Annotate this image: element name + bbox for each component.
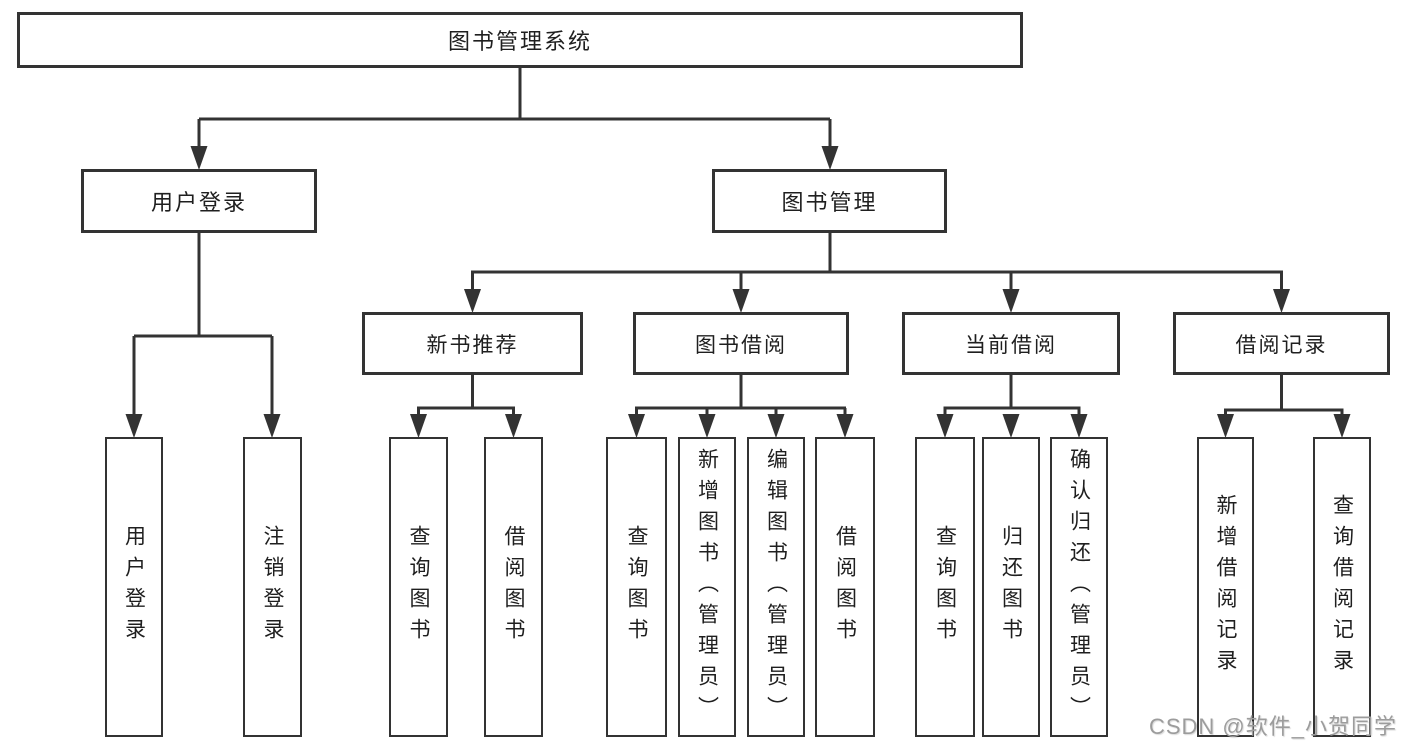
arrow-icon [1070, 414, 1088, 438]
arrow-icon [1002, 289, 1020, 313]
connector-path [132, 68, 1344, 418]
arrow-icon [410, 414, 427, 438]
arrow-icon [1333, 414, 1351, 438]
leaf-label: 查询图书 [625, 525, 648, 649]
leaf-edit-book-admin: 编辑图书（管理员） [747, 437, 805, 737]
arrow-icon [125, 414, 143, 438]
leaf-label: 借阅图书 [502, 525, 525, 649]
arrow-icon [767, 414, 785, 438]
arrow-icon [628, 414, 645, 438]
arrow-icon [1002, 414, 1020, 438]
arrow-icon [836, 414, 854, 438]
arrow-icon [1217, 414, 1234, 438]
leaf-logout: 注销登录 [243, 437, 302, 737]
arrow-icon [1273, 289, 1290, 313]
node-label: 图书管理 [781, 190, 878, 215]
leaf-borrow-books-recommend: 借阅图书 [484, 437, 543, 737]
arrow-icon [505, 414, 522, 438]
leaf-label: 查询借阅记录 [1330, 494, 1354, 680]
leaf-borrow-books: 借阅图书 [815, 437, 875, 737]
node-user-login: 用户登录 [81, 169, 317, 233]
leaf-label: 新增借阅记录 [1214, 494, 1237, 680]
node-book-borrow: 图书借阅 [633, 312, 849, 375]
leaf-user-login: 用户登录 [105, 437, 163, 737]
leaf-query-books-recommend: 查询图书 [389, 437, 448, 737]
leaf-label: 编辑图书（管理员） [764, 447, 788, 727]
leaf-query-books-current: 查询图书 [915, 437, 975, 737]
node-label: 当前借阅 [965, 333, 1057, 357]
arrow-icon [263, 414, 281, 438]
leaf-label: 确认归还（管理员） [1067, 447, 1091, 727]
node-library-system: 图书管理系统 [17, 12, 1023, 68]
node-label: 借阅记录 [1235, 333, 1328, 357]
node-label: 新书推荐 [426, 333, 519, 357]
node-book-management: 图书管理 [712, 169, 947, 233]
leaf-query-borrow-record: 查询借阅记录 [1313, 437, 1371, 737]
leaf-add-book-admin: 新增图书（管理员） [678, 437, 736, 737]
watermark: CSDN @软件_小贺同学 [1148, 714, 1397, 739]
arrow-icon [821, 146, 839, 170]
arrow-icon [732, 289, 750, 313]
node-label: 图书管理系统 [447, 29, 592, 54]
arrow-icon [698, 414, 716, 438]
leaf-label: 查询图书 [407, 525, 430, 649]
leaf-label: 查询图书 [933, 525, 957, 649]
leaf-label: 归还图书 [999, 525, 1023, 649]
leaf-label: 借阅图书 [833, 525, 857, 649]
node-new-book-recommend: 新书推荐 [362, 312, 583, 375]
arrowheads [125, 146, 1351, 438]
arrow-icon [464, 289, 481, 313]
arrow-icon [936, 414, 954, 438]
leaf-return-book: 归还图书 [982, 437, 1040, 737]
arrow-icon [190, 146, 208, 170]
node-label: 用户登录 [150, 190, 247, 215]
leaf-confirm-return-admin: 确认归还（管理员） [1050, 437, 1108, 737]
leaf-add-borrow-record: 新增借阅记录 [1197, 437, 1254, 737]
leaf-query-books-borrow: 查询图书 [606, 437, 667, 737]
node-borrow-records: 借阅记录 [1173, 312, 1390, 375]
leaf-label: 用户登录 [122, 525, 146, 649]
leaf-label: 新增图书（管理员） [695, 447, 719, 727]
node-label: 图书借阅 [695, 333, 787, 357]
node-current-borrow: 当前借阅 [902, 312, 1120, 375]
leaf-label: 注销登录 [261, 525, 284, 649]
